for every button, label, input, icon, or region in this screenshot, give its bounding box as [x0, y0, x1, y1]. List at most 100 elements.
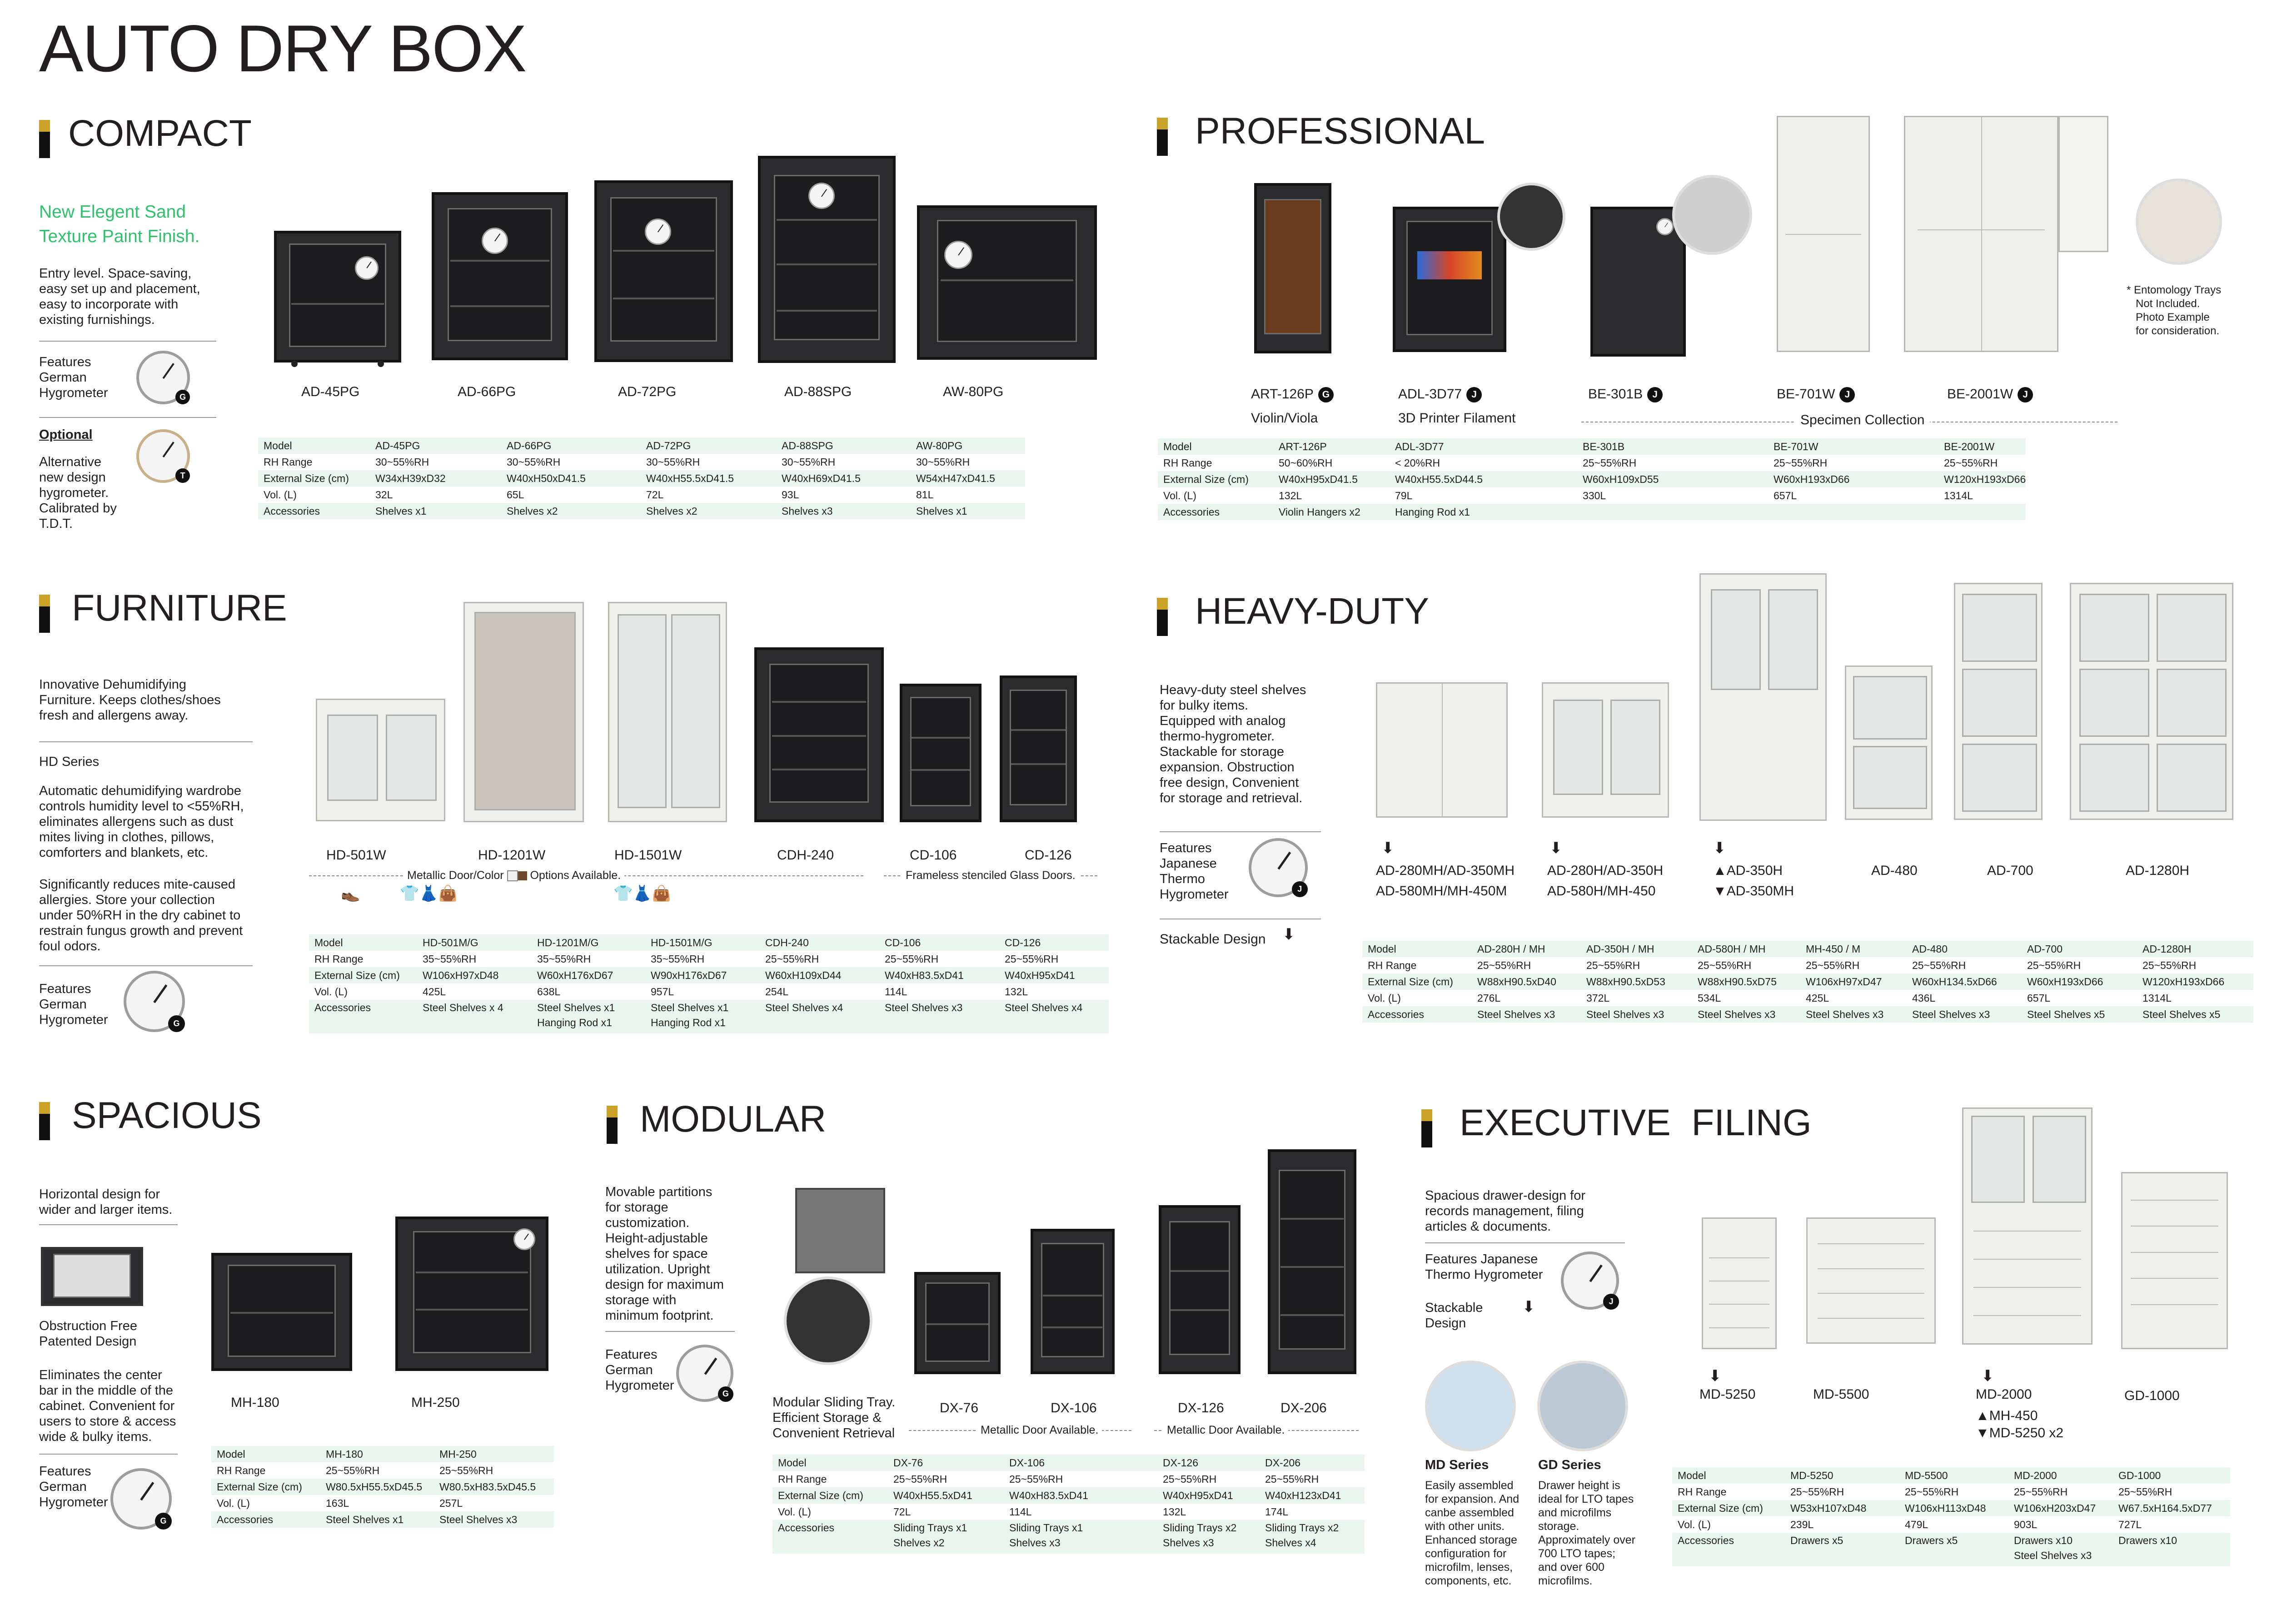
spec-cell: W67.5xH164.5xD77	[2116, 1503, 2230, 1514]
spec-cell: W106xH113xD48	[1902, 1503, 2011, 1514]
spec-cell: 35~55%RH	[648, 954, 762, 964]
product-label: AD-580MH/MH-450M	[1376, 884, 1507, 899]
spec-cell: 174L	[1262, 1506, 1365, 1517]
product-label: ▲MH-450	[1976, 1408, 2038, 1423]
spec-value: Steel Shelves x3	[1806, 1008, 1884, 1020]
spec-label: Vol. (L)	[778, 1505, 811, 1518]
spec-cell: AD-88SPG	[779, 440, 913, 451]
cabinet-image	[754, 647, 884, 822]
spec-value: 25~55%RH	[439, 1464, 493, 1476]
spec-value: Steel Shelves x3	[1586, 1008, 1664, 1020]
spec-label: External Size (cm)	[217, 1480, 302, 1493]
heavy-features: Features Japanese Thermo Hygrometer	[1160, 841, 1229, 902]
entomology-tray-image	[2136, 179, 2222, 265]
hygrometer-alt-icon: T	[136, 429, 190, 483]
spec-cell: W40xH69xD41.5	[779, 473, 913, 484]
spec-value: 25~55%RH	[1698, 959, 1752, 971]
product-label: AD-580H/MH-450	[1547, 884, 1656, 899]
spec-value: 30~55%RH	[507, 456, 561, 468]
spec-value: Drawers x5	[1790, 1535, 1844, 1546]
spec-value: 254L	[765, 985, 789, 998]
spec-cell: 25~55%RH	[1006, 1474, 1160, 1485]
spec-cell: Drawers x5	[1902, 1535, 2011, 1546]
spec-value: W67.5xH164.5xD77	[2118, 1502, 2212, 1514]
spec-value: W120xH193xD66	[2142, 975, 2225, 988]
product-label: AD-45PG	[301, 384, 360, 399]
spec-value: Shelves x3	[1163, 1537, 1214, 1549]
spec-value: 30~55%RH	[782, 456, 836, 468]
spec-value: 25~55%RH	[765, 953, 819, 965]
spec-cell: W106xH97xD48	[420, 970, 534, 981]
spec-value: Sliding Trays x2	[1163, 1522, 1237, 1534]
spec-label: Model	[1678, 1469, 1706, 1481]
spec-cell: HD-1501M/G	[648, 937, 762, 948]
spec-value: DX-206	[1265, 1456, 1300, 1469]
spec-cell: 163L	[323, 1498, 437, 1509]
spec-cell: CD-126	[1002, 937, 1109, 948]
spec-cell: 30~55%RH	[373, 457, 504, 467]
spec-cell: 25~55%RH	[437, 1465, 554, 1476]
spec-cell: W60xH193xD66	[2024, 976, 2140, 987]
spec-value: 372L	[1586, 992, 1610, 1004]
spec-value: Sliding Trays x1	[1009, 1522, 1083, 1534]
spec-cell: Hanging Rod x1	[1392, 507, 1580, 517]
clothes-icon: 👕👗👜	[400, 885, 458, 902]
section-marker	[39, 1102, 50, 1140]
divider	[39, 341, 216, 342]
spec-label: Accessories	[314, 1002, 371, 1013]
spec-value: 72L	[893, 1505, 911, 1518]
spec-value: DX-76	[893, 1456, 923, 1469]
spec-cell: 657L	[2024, 993, 2140, 1003]
spec-label: RH Range	[264, 456, 313, 468]
spec-value: 25~55%RH	[1905, 1485, 1959, 1498]
spec-cell: DX-106	[1006, 1457, 1160, 1468]
spec-value: 25~55%RH	[1163, 1473, 1217, 1485]
spec-value: AD-280H / MH	[1477, 943, 1545, 955]
spec-value: W40xH55.5xD41	[893, 1489, 972, 1501]
spec-cell: Steel Shelves x3	[1584, 1009, 1695, 1020]
spec-cell: 276L	[1475, 993, 1584, 1003]
modular-description: Movable partitions for storage customiza…	[605, 1185, 724, 1323]
cabinet-image	[608, 602, 727, 822]
hygrometer-icon: G	[110, 1468, 172, 1530]
compact-optional-description: Alternative new design hygrometer. Calib…	[39, 455, 117, 531]
spec-label: RH Range	[1163, 457, 1212, 469]
spec-cell: Drawers x10	[2116, 1535, 2230, 1546]
cabinet-image	[917, 205, 1097, 360]
spec-value: 330L	[1583, 489, 1606, 502]
cabinet-image	[758, 156, 896, 363]
spec-value: 425L	[423, 985, 446, 998]
product-label: AD-88SPG	[784, 384, 852, 399]
cabinet-image	[1954, 583, 2043, 820]
spec-value: MH-180	[326, 1448, 363, 1460]
spec-value: 25~55%RH	[2027, 959, 2081, 971]
spec-label: Model	[217, 1448, 245, 1460]
product-label: CD-106	[910, 848, 957, 863]
spec-label: Accessories	[1678, 1535, 1734, 1546]
spec-cell: AW-80PG	[913, 440, 1025, 451]
spacious-obstruction: Obstruction Free Patented Design	[39, 1319, 137, 1349]
spec-value: AD-45PG	[375, 439, 420, 452]
spec-value: 132L	[1005, 985, 1028, 998]
spec-label: External Size (cm)	[778, 1489, 863, 1501]
spec-value: HD-501M/G	[423, 936, 478, 949]
divider	[1425, 1242, 1625, 1243]
spec-cell: Shelves x1	[913, 506, 1025, 517]
product-label: ▼MD-5250 x2	[1976, 1425, 2064, 1440]
spec-cell: W60xH109xD55	[1580, 474, 1771, 485]
section-title-compact: COMPACT	[68, 113, 252, 154]
furniture-description-3: Significantly reduces mite-caused allerg…	[39, 877, 243, 954]
spec-value: W80.5xH55.5xD45.5	[326, 1480, 423, 1493]
spec-cell: 25~55%RH	[2140, 960, 2253, 971]
spec-label: Accessories	[217, 1513, 273, 1525]
obstruction-free-image	[41, 1247, 143, 1306]
spec-value: 25~55%RH	[1009, 1473, 1063, 1485]
